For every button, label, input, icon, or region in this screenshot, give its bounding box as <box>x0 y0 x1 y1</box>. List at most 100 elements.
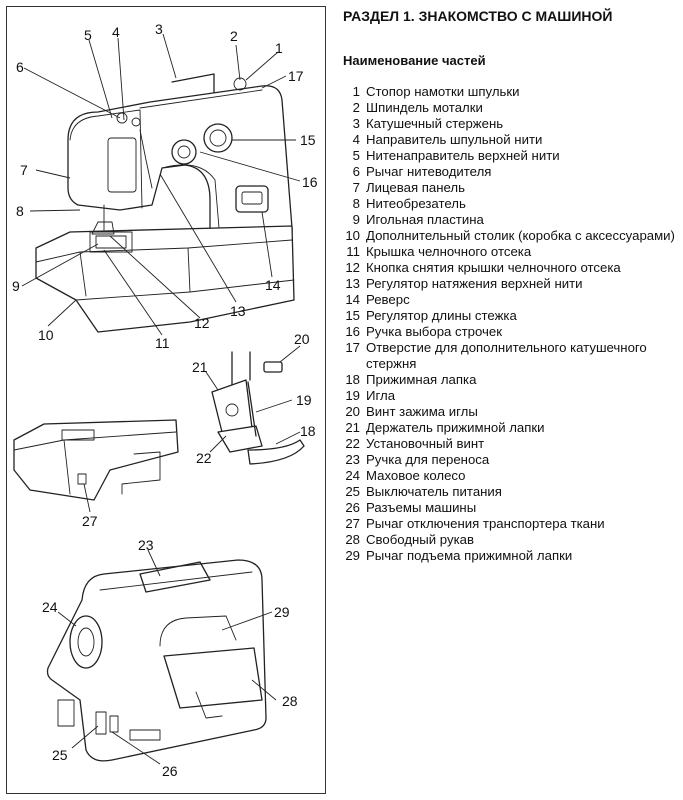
part-name: Винт зажима иглы <box>366 404 478 419</box>
callout-10: 10 <box>38 327 54 343</box>
callout-17: 17 <box>288 68 304 84</box>
callout-8: 8 <box>16 203 24 219</box>
section-title: РАЗДЕЛ 1. ЗНАКОМСТВО С МАШИНОЙ <box>343 8 613 24</box>
callout-1: 1 <box>275 40 283 56</box>
part-number: 13 <box>345 276 360 291</box>
part-name: Маховое колесо <box>366 468 466 483</box>
parts-list-item: 5 Нитенаправитель верхней нити <box>343 148 683 164</box>
part-name: Регулятор натяжения верхней нити <box>366 276 583 291</box>
part-number: 1 <box>352 84 360 99</box>
callout-26: 26 <box>162 763 178 779</box>
part-number: 20 <box>345 404 360 419</box>
part-number: 28 <box>345 532 360 547</box>
part-name: Катушечный стержень <box>366 116 504 131</box>
parts-list-item: 19 Игла <box>343 388 683 404</box>
parts-diagram: 1 2 3 4 5 6 7 8 9 10 11 12 13 14 15 16 1… <box>6 6 326 794</box>
part-name: Регулятор длины стежка <box>366 308 517 323</box>
part-number: 12 <box>345 260 360 275</box>
parts-list-item: 29 Рычаг подъема прижимной лапки <box>343 548 683 564</box>
callout-numbers: 1 2 3 4 5 6 7 8 9 10 11 12 13 14 15 16 1… <box>12 21 318 779</box>
part-number: 25 <box>345 484 360 499</box>
callout-24: 24 <box>42 599 58 615</box>
part-name: Кнопка снятия крышки челночного отсека <box>366 260 621 275</box>
callout-11: 11 <box>155 335 170 351</box>
part-name: Отверстие для дополнительного катушечног… <box>366 340 647 371</box>
part-name: Лицевая панель <box>366 180 465 195</box>
callout-14: 14 <box>265 277 281 293</box>
diagram-frame <box>6 6 326 794</box>
part-number: 8 <box>352 196 360 211</box>
part-number: 19 <box>345 388 360 403</box>
part-number: 5 <box>352 148 360 163</box>
parts-list-item: 22 Установочный винт <box>343 436 683 452</box>
callout-13: 13 <box>230 303 246 319</box>
parts-list-item: 12 Кнопка снятия крышки челночного отсека <box>343 260 683 276</box>
callout-16: 16 <box>302 174 318 190</box>
callout-18: 18 <box>300 423 316 439</box>
part-name: Рычаг подъема прижимной лапки <box>366 548 573 563</box>
parts-list-item: 14 Реверс <box>343 292 683 308</box>
part-number: 23 <box>345 452 360 467</box>
part-name: Крышка челночного отсека <box>366 244 532 259</box>
part-number: 16 <box>345 324 360 339</box>
parts-list-item: 15 Регулятор длины стежка <box>343 308 683 324</box>
presser-foot-detail <box>205 345 305 465</box>
parts-diagram-panel: 1 2 3 4 5 6 7 8 9 10 11 12 13 14 15 16 1… <box>0 0 330 800</box>
part-name: Нитенаправитель верхней нити <box>366 148 560 163</box>
callout-15: 15 <box>300 132 316 148</box>
parts-list-item: 11 Крышка челночного отсека <box>343 244 683 260</box>
part-name: Шпиндель моталки <box>366 100 483 115</box>
part-number: 4 <box>352 132 360 147</box>
part-name: Разъемы машины <box>366 500 477 515</box>
accessory-table-detail <box>13 419 179 513</box>
callout-2: 2 <box>230 28 238 44</box>
parts-list-item: 6 Рычаг нитеводителя <box>343 164 683 180</box>
callout-20: 20 <box>294 331 310 347</box>
callout-28: 28 <box>282 693 298 709</box>
part-name: Реверс <box>366 292 410 307</box>
part-number: 14 <box>345 292 360 307</box>
callout-29: 29 <box>274 604 290 620</box>
part-number: 6 <box>352 164 360 179</box>
part-number: 3 <box>352 116 360 131</box>
part-name: Прижимная лапка <box>366 372 477 387</box>
parts-list-item: 13 Регулятор натяжения верхней нити <box>343 276 683 292</box>
parts-list-item: 8 Нитеобрезатель <box>343 196 683 212</box>
part-name: Рычаг нитеводителя <box>366 164 492 179</box>
callout-21: 21 <box>192 359 208 375</box>
parts-list-item: 2 Шпиндель моталки <box>343 100 683 116</box>
callout-12: 12 <box>194 315 210 331</box>
part-number: 2 <box>352 100 360 115</box>
callout-7: 7 <box>20 162 28 178</box>
part-number: 10 <box>345 228 360 243</box>
part-number: 15 <box>345 308 360 323</box>
part-number: 22 <box>345 436 360 451</box>
list-title: Наименование частей <box>343 53 486 68</box>
part-number: 7 <box>352 180 360 195</box>
part-number: 11 <box>346 244 360 259</box>
callout-19: 19 <box>296 392 312 408</box>
part-name: Установочный винт <box>366 436 485 451</box>
machine-front-view <box>21 33 301 336</box>
callout-5: 5 <box>84 27 92 43</box>
part-name: Игла <box>366 388 396 403</box>
callout-27: 27 <box>82 513 98 529</box>
part-name: Нитеобрезатель <box>366 196 466 211</box>
machine-back-view <box>46 549 277 765</box>
part-name: Рычаг отключения транспортера ткани <box>366 516 605 531</box>
part-number: 29 <box>345 548 360 563</box>
parts-list-item: 7 Лицевая панель <box>343 180 683 196</box>
